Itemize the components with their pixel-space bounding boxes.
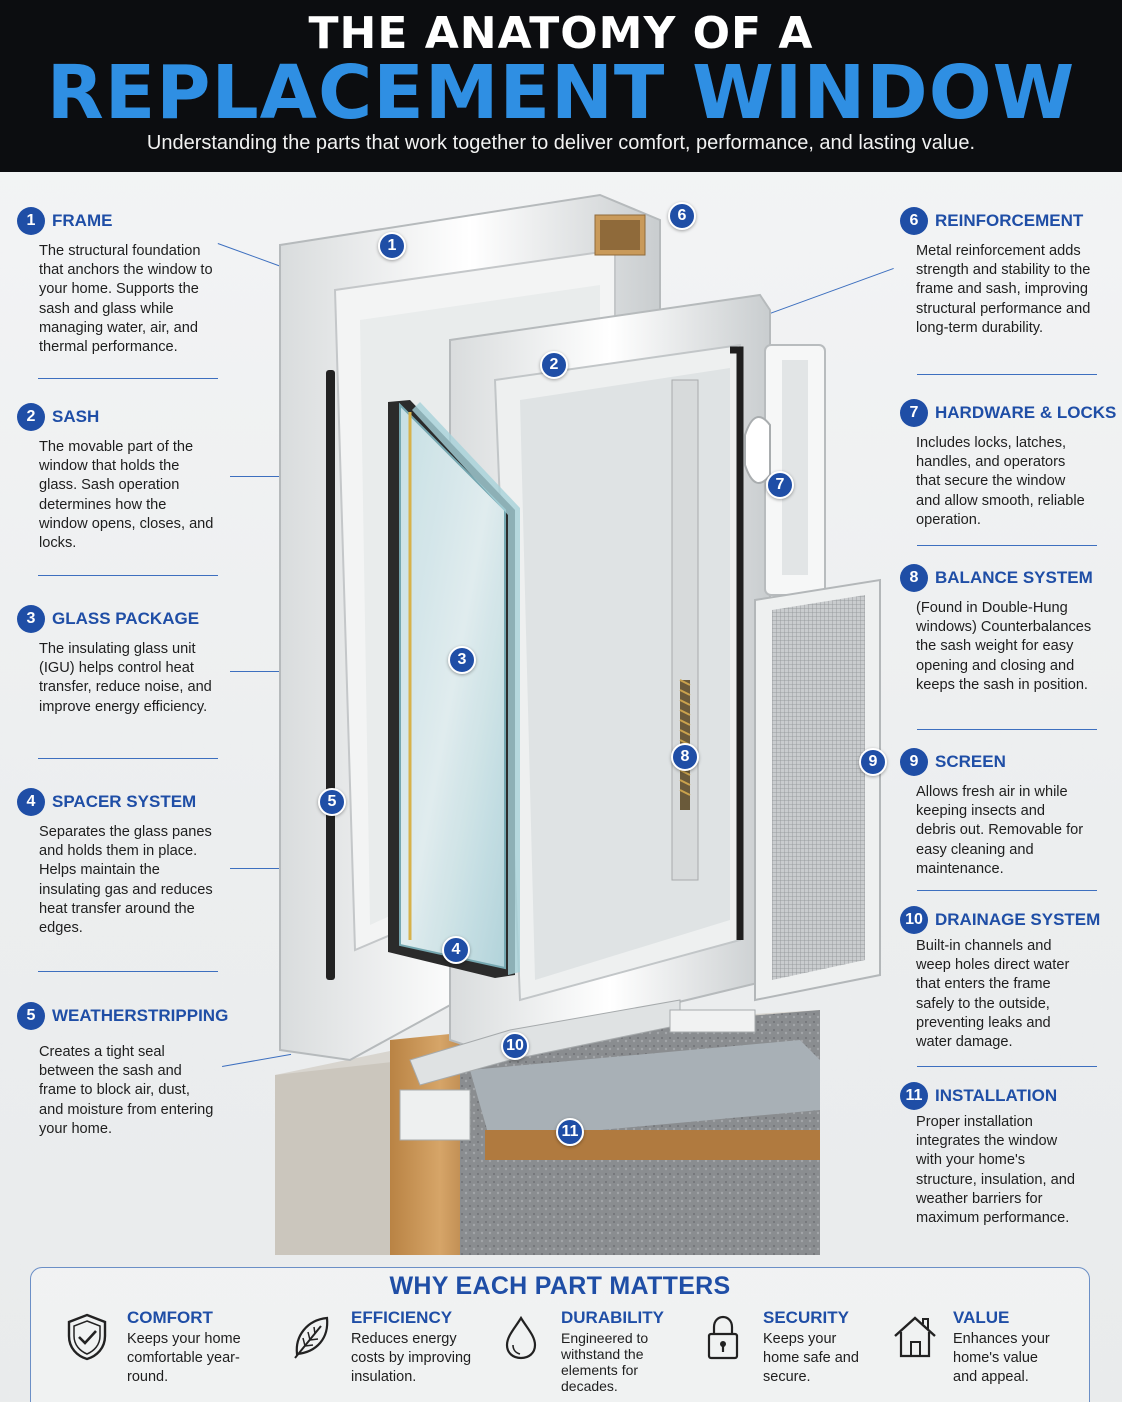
divider: [38, 575, 218, 576]
callout-description: Includes locks, latches, handles, and op…: [916, 435, 1085, 528]
callout-title: SASH: [52, 407, 100, 426]
benefit-value: VALUE Enhances your home's value and app…: [891, 1308, 1081, 1387]
title-line-1: THE ANATOMY OF A: [308, 8, 814, 59]
benefit-durability: DURABILITY Engineered to withstand the e…: [499, 1308, 689, 1394]
benefit-title: COMFORT: [127, 1308, 213, 1327]
callout-weatherstripping: 5 WEATHERSTRIPPING Creates a tight seal b…: [17, 1001, 232, 1139]
callout-title: DRAINAGE SYSTEM: [935, 910, 1101, 929]
shield-check-icon: [65, 1312, 113, 1364]
marker-hardware-locks: 7: [766, 471, 794, 499]
marker-reinforcement: 6: [668, 202, 696, 230]
callout-description: Allows fresh air in while keeping insect…: [916, 784, 1084, 877]
benefit-description: Engineered to withstand the elements for…: [561, 1330, 649, 1394]
number-badge: 10: [900, 906, 928, 934]
divider: [38, 758, 218, 759]
callout-title: BALANCE SYSTEM: [935, 568, 1093, 587]
marker-weatherstripping: 5: [318, 788, 346, 816]
callout-balance-system: 8 BALANCE SYSTEM (Found in Double-Hung wi…: [900, 563, 1105, 695]
callout-title: WEATHERSTRIPPING: [52, 1006, 229, 1025]
number-badge: 1: [17, 207, 45, 235]
divider: [917, 545, 1097, 546]
marker-installation: 11: [556, 1118, 584, 1146]
marker-glass-package: 3: [448, 646, 476, 674]
marker-screen: 9: [859, 748, 887, 776]
window-cutaway-drawing: [275, 193, 881, 1255]
number-badge: 5: [17, 1002, 45, 1030]
number-badge: 2: [17, 403, 45, 431]
number-badge: 3: [17, 605, 45, 633]
marker-sash: 2: [540, 351, 568, 379]
benefit-description: Reduces energy costs by improving insula…: [351, 1331, 472, 1385]
benefit-description: Keeps your home safe and secure.: [763, 1331, 859, 1385]
divider: [917, 890, 1097, 891]
callout-description: Built-in channels and weep holes direct …: [916, 938, 1070, 1051]
header-banner: THE ANATOMY OF A REPLACEMENT WINDOW Unde…: [0, 0, 1122, 172]
callout-description: The movable part of the window that hold…: [39, 439, 214, 552]
divider: [917, 729, 1097, 730]
benefit-comfort: COMFORT Keeps your home comfortable year…: [65, 1308, 255, 1387]
callout-title: SPACER SYSTEM: [52, 792, 197, 811]
subtitle: Understanding the parts that work togeth…: [146, 132, 976, 154]
number-badge: 8: [900, 564, 928, 592]
number-badge: 7: [900, 399, 928, 427]
callout-frame: 1 FRAME The structural foundation that an…: [17, 206, 217, 357]
callout-installation: 11 INSTALLATION Proper installation integ…: [900, 1081, 1105, 1228]
number-badge: 11: [900, 1082, 928, 1110]
marker-spacer-system: 4: [442, 936, 470, 964]
divider: [38, 971, 218, 972]
callout-title: SCREEN: [935, 752, 1006, 771]
benefit-title: DURABILITY: [561, 1308, 664, 1327]
callout-description: The structural foundation that anchors t…: [39, 243, 213, 356]
number-badge: 4: [17, 788, 45, 816]
callout-title: REINFORCEMENT: [935, 211, 1084, 230]
water-drop-icon: [499, 1312, 547, 1364]
callout-spacer-system: 4 SPACER SYSTEM Separates the glass panes…: [17, 787, 217, 938]
divider: [917, 374, 1097, 375]
divider: [38, 378, 218, 379]
benefit-security: SECURITY Keeps your home safe and secure…: [701, 1308, 881, 1387]
callout-title: INSTALLATION: [935, 1086, 1058, 1105]
divider: [917, 1066, 1097, 1067]
callout-sash: 2 SASH The movable part of the window tha…: [17, 402, 217, 553]
benefit-description: Enhances your home's value and appeal.: [953, 1331, 1050, 1385]
callout-title: FRAME: [52, 211, 113, 230]
callout-screen: 9 SCREEN Allows fresh air in while keepin…: [900, 747, 1105, 879]
benefit-description: Keeps your home comfortable year-round.: [127, 1331, 241, 1385]
benefit-title: VALUE: [953, 1308, 1010, 1327]
callout-description: Creates a tight seal between the sash an…: [39, 1044, 214, 1137]
padlock-icon: [701, 1312, 749, 1364]
callout-hardware-locks: 7 HARDWARE & LOCKS Includes locks, latche…: [900, 398, 1116, 530]
callout-description: The insulating glass unit (IGU) helps co…: [39, 641, 212, 715]
title-line-2: REPLACEMENT WINDOW: [46, 50, 1076, 136]
why-each-part-matters-panel: WHY EACH PART MATTERS COMFORT Keeps your…: [30, 1267, 1090, 1402]
house-icon: [891, 1312, 939, 1364]
benefit-efficiency: EFFICIENCY Reduces energy costs by impro…: [289, 1308, 489, 1387]
benefit-title: EFFICIENCY: [351, 1308, 453, 1327]
window-cutaway-illustration: 1 2 3 4 5 6 7 8 9 10 11: [260, 180, 900, 1260]
number-badge: 9: [900, 748, 928, 776]
callout-drainage-system: 10 DRAINAGE SYSTEM Built-in channels and …: [900, 905, 1105, 1052]
marker-balance-system: 8: [671, 743, 699, 771]
callout-description: Separates the glass panes and holds them…: [39, 824, 213, 937]
panel-title: WHY EACH PART MATTERS: [389, 1272, 731, 1300]
callout-glass-package: 3 GLASS PACKAGE The insulating glass unit…: [17, 604, 217, 717]
callout-title: GLASS PACKAGE: [52, 609, 200, 628]
callout-title: HARDWARE & LOCKS: [935, 403, 1117, 422]
marker-frame: 1: [378, 232, 406, 260]
marker-drainage-system: 10: [501, 1032, 529, 1060]
callout-description: Metal reinforcement adds strength and st…: [916, 243, 1091, 336]
callout-description: (Found in Double-Hung windows) Counterba…: [916, 600, 1092, 693]
leaf-icon: [289, 1312, 337, 1364]
callout-reinforcement: 6 REINFORCEMENT Metal reinforcement adds …: [900, 206, 1105, 338]
benefit-title: SECURITY: [763, 1308, 849, 1327]
callout-description: Proper installation integrates the windo…: [916, 1114, 1075, 1227]
number-badge: 6: [900, 207, 928, 235]
